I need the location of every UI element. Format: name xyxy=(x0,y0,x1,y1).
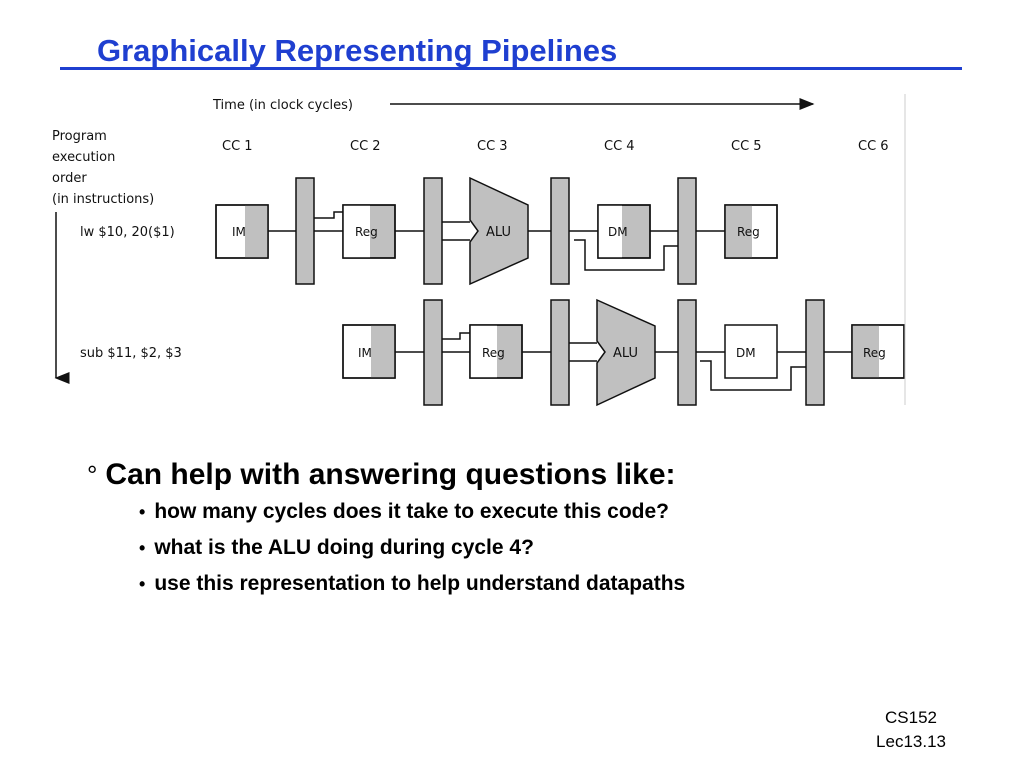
cycle-label-1: CC 1 xyxy=(222,139,253,154)
main-bullet-text: Can help with answering questions like: xyxy=(105,458,676,491)
main-bullet-marker: ° xyxy=(87,460,98,490)
cycle-label-3: CC 3 xyxy=(477,139,508,154)
time-axis-label: Time (in clock cycles) xyxy=(212,98,353,113)
instruction-label-sub: sub $11, $2, $3 xyxy=(80,346,182,361)
footer-course: CS152 xyxy=(885,708,938,727)
order-label-line-4: (in instructions) xyxy=(52,192,154,207)
unit-alu-1: ALU xyxy=(486,225,511,240)
sub-bullet-text: how many cycles does it take to execute … xyxy=(154,500,669,523)
sub-bullet-2: • what is the ALU doing during cycle 4? xyxy=(139,536,685,560)
unit-im-2: IM xyxy=(358,346,372,360)
sub-bullet-text: what is the ALU doing during cycle 4? xyxy=(154,536,534,559)
order-label-line-3: order xyxy=(52,171,87,186)
sub-bullet-1: • how many cycles does it take to execut… xyxy=(139,500,685,524)
cycle-label-6: CC 6 xyxy=(858,139,889,154)
title-underline xyxy=(60,67,962,70)
unit-dm-1: DM xyxy=(608,225,628,239)
slide-footer: CS152 Lec13.13 xyxy=(876,706,946,754)
main-bullet: ° Can help with answering questions like… xyxy=(87,458,685,492)
cycle-label-2: CC 2 xyxy=(350,139,381,154)
instruction-label-lw: lw $10, 20($1) xyxy=(80,225,175,240)
sub-bullet-3: • use this representation to help unders… xyxy=(139,572,685,596)
cycle-label-5: CC 5 xyxy=(731,139,762,154)
unit-reg-1b: Reg xyxy=(737,225,760,239)
unit-reg-2b: Reg xyxy=(863,346,886,360)
footer-lecture: Lec13.13 xyxy=(876,732,946,751)
order-label-line-1: Program xyxy=(52,129,107,144)
cycle-label-4: CC 4 xyxy=(604,139,635,154)
pipeline-row-lw: IM Reg ALU DM Reg xyxy=(215,176,778,286)
sub-bullet-text: use this representation to help understa… xyxy=(154,572,686,595)
sub-bullet-marker: • xyxy=(139,502,146,522)
unit-reg-2a: Reg xyxy=(482,346,505,360)
unit-reg-1a: Reg xyxy=(355,225,378,239)
pipeline-row-sub: IM Reg ALU DM Reg xyxy=(342,298,905,407)
bullet-list: ° Can help with answering questions like… xyxy=(87,458,685,608)
unit-im-1: IM xyxy=(232,225,246,239)
slide-title: Graphically Representing Pipelines xyxy=(97,33,618,68)
unit-alu-2: ALU xyxy=(613,346,638,361)
sub-bullet-marker: • xyxy=(139,538,146,558)
order-label-line-2: execution xyxy=(52,150,115,165)
sub-bullet-marker: • xyxy=(139,574,146,594)
sub-bullet-list: • how many cycles does it take to execut… xyxy=(139,500,685,596)
unit-dm-2: DM xyxy=(736,346,756,360)
